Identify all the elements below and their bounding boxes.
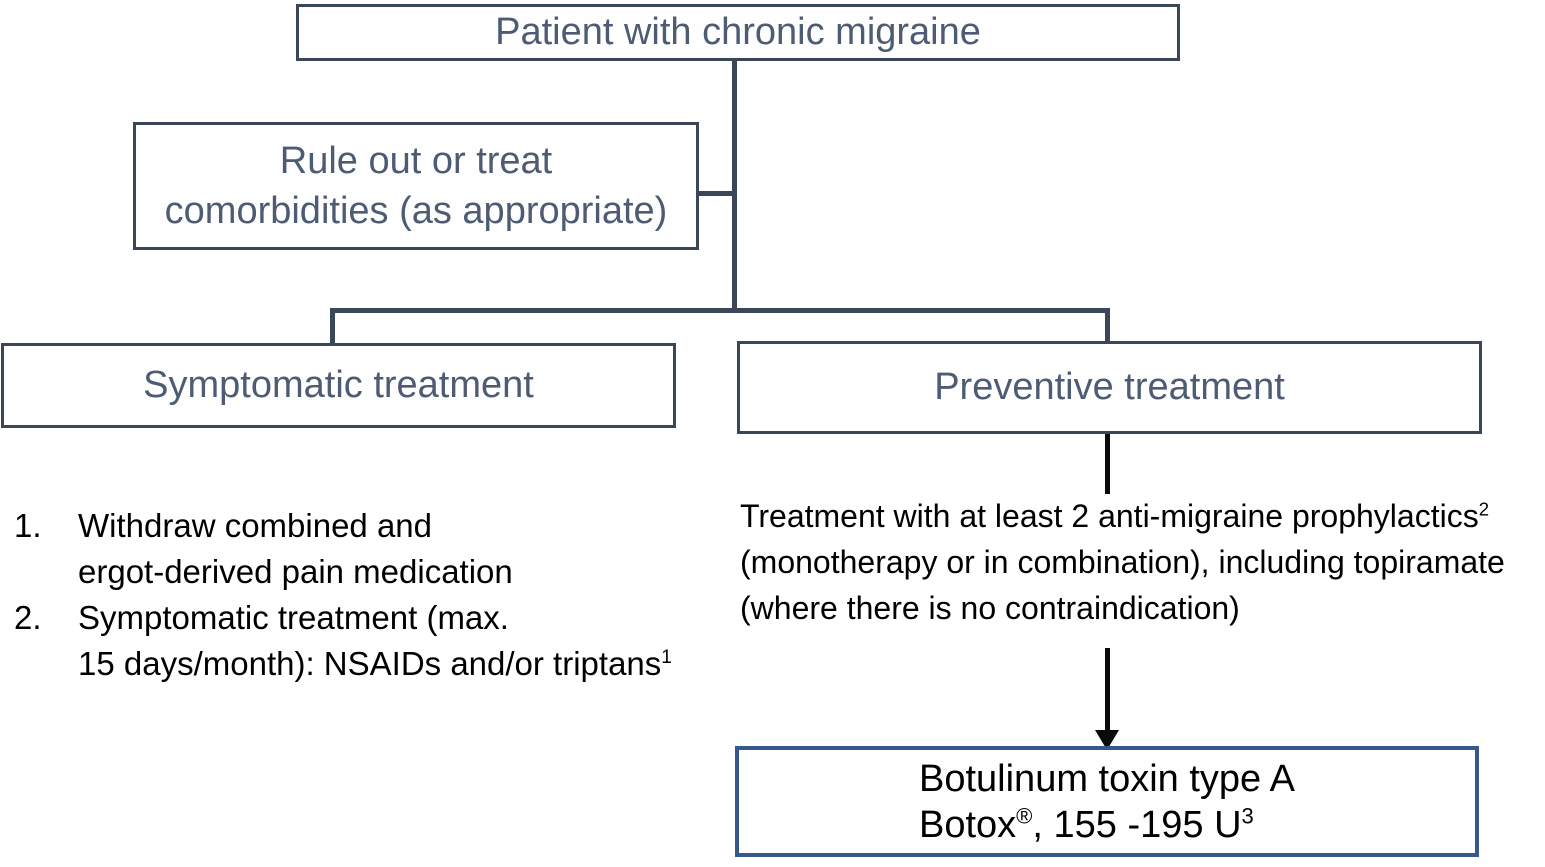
- node-symptomatic-treatment: Symptomatic treatment: [1, 343, 676, 428]
- footnote-ref-1: 1: [661, 647, 672, 668]
- list-item: 2. Symptomatic treatment (max. 15 days/m…: [14, 595, 672, 687]
- registered-mark: ®: [1016, 802, 1033, 828]
- text-to-botulinum-line: [1105, 648, 1110, 732]
- node-botulinum-toxin: Botulinum toxin type A Botox®, 155 -195 …: [735, 746, 1479, 857]
- list-number: 1.: [14, 507, 42, 544]
- branch-horizontal-line: [330, 308, 1110, 313]
- symptomatic-treatment-list: 1. Withdraw combined and ergot-derived p…: [14, 503, 672, 687]
- node-rule-out-comorbidities: Rule out or treat comorbidities (as appr…: [133, 122, 699, 250]
- branch-drop-preventive: [1105, 308, 1110, 341]
- node-patient-label: Patient with chronic migraine: [495, 11, 981, 53]
- list-item: 1. Withdraw combined and ergot-derived p…: [14, 503, 672, 595]
- node-patient-chronic-migraine: Patient with chronic migraine: [296, 4, 1180, 61]
- node-botulinum-label: Botulinum toxin type A Botox®, 155 -195 …: [919, 757, 1295, 846]
- node-preventive-treatment: Preventive treatment: [737, 341, 1482, 434]
- preventive-treatment-text: Treatment with at least 2 anti-migraine …: [740, 498, 1505, 626]
- preventive-to-text-line: [1105, 434, 1110, 494]
- list-number: 2.: [14, 599, 42, 636]
- footnote-ref-3: 3: [1241, 802, 1254, 828]
- node-comorbidities-label: Rule out or treat comorbidities (as appr…: [164, 139, 668, 232]
- node-preventive-label: Preventive treatment: [934, 366, 1285, 408]
- footnote-ref-2: 2: [1478, 498, 1490, 520]
- connector-comorbidities: [699, 191, 732, 196]
- branch-drop-symptomatic: [330, 308, 335, 343]
- connector-patient-to-branch: [732, 60, 737, 310]
- down-arrowhead: [1095, 730, 1119, 750]
- node-symptomatic-label: Symptomatic treatment: [143, 364, 534, 406]
